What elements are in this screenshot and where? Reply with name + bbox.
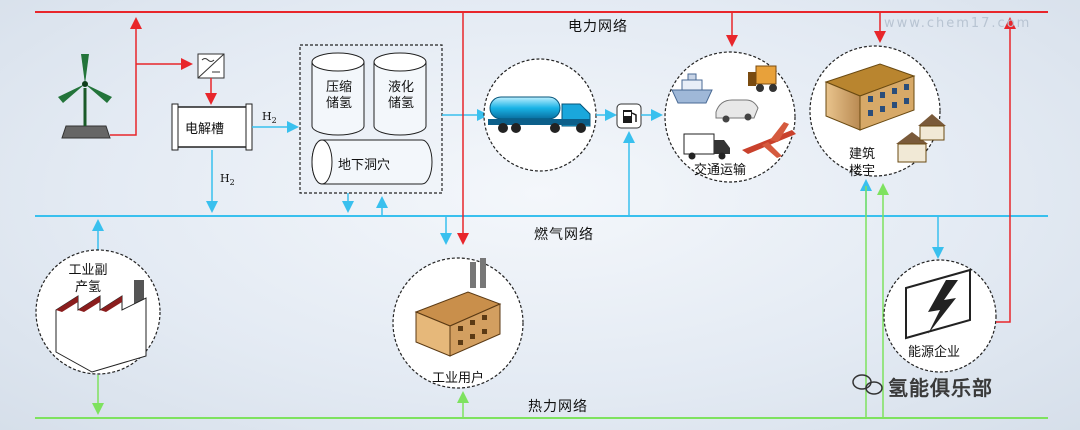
h2-flow-label-down: H2 xyxy=(220,172,235,188)
site-watermark: www.chem17.com xyxy=(884,16,1032,31)
wechat-icon xyxy=(852,374,883,395)
forklift-icon xyxy=(748,65,777,92)
gas-network-label: 燃气网络 xyxy=(534,227,594,243)
factory-icon xyxy=(55,280,147,373)
lightning-icon xyxy=(905,268,971,340)
compressed-storage-label: 压缩储氢 xyxy=(325,80,352,111)
wind-turbine-icon xyxy=(58,54,112,139)
energy-company-label: 能源企业 xyxy=(908,345,961,360)
h2-flow-label-right: H2 xyxy=(262,110,277,126)
car-icon xyxy=(715,99,759,123)
liquid-storage-label: 液化储氢 xyxy=(387,80,414,111)
industrial-users-label: 工业用户 xyxy=(432,371,485,386)
power-network-label: 电力网络 xyxy=(568,19,628,35)
byproduct-label: 工业副产氢 xyxy=(68,263,108,295)
wechat-watermark: 氢能俱乐部 xyxy=(888,376,993,400)
van-icon xyxy=(683,133,730,160)
storage-box xyxy=(299,44,443,194)
industrial-plant-icon xyxy=(414,258,502,357)
airplane-icon xyxy=(742,122,796,158)
electrolyzer-label: 电解槽 xyxy=(185,122,225,137)
liquid-tank xyxy=(373,52,427,136)
inverter-icon xyxy=(197,53,225,79)
underground-cave-label: 地下洞穴 xyxy=(338,158,391,173)
transport-label: 交通运输 xyxy=(694,163,747,178)
fuel-pump-icon xyxy=(616,103,642,129)
compressed-tank xyxy=(311,52,365,136)
house-icon xyxy=(896,114,946,163)
ship-icon xyxy=(671,73,713,104)
buildings-label: 建筑楼宇 xyxy=(848,147,875,179)
building-icon xyxy=(824,63,916,131)
electrolyzer-box xyxy=(171,103,253,151)
cave-cylinder xyxy=(311,139,433,185)
heat-network-label: 热力网络 xyxy=(528,399,588,415)
tanker-truck-icon xyxy=(488,96,591,133)
